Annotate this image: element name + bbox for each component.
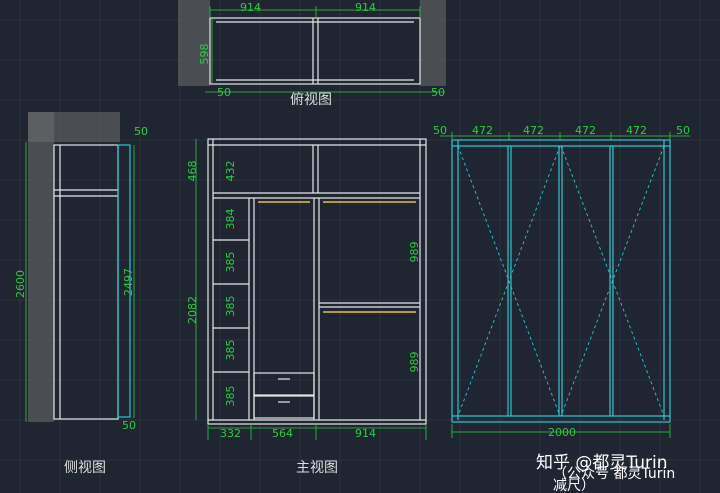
dim-side-inner: 2497 — [122, 268, 135, 296]
watermark: 知乎 @都灵Turin （公众号 都灵Turin 减尺） — [536, 453, 675, 493]
drawer-upper — [253, 372, 315, 396]
dim-top-w1: 914 — [240, 1, 261, 14]
dim-door-end-right: 50 — [676, 124, 690, 137]
side-view: 2600 2497 50 50 侧视图 — [14, 112, 148, 476]
watermark-line-3: 减尺） — [553, 478, 595, 493]
dim-front-w3: 914 — [355, 427, 376, 440]
dim-door-total: 2000 — [548, 426, 576, 439]
dim-front-top: 468 — [186, 161, 199, 182]
dim-side-total: 2600 — [14, 270, 27, 298]
top-wall-right — [420, 0, 446, 86]
dim-shelf-5: 385 — [224, 386, 237, 407]
dim-top-depth: 598 — [198, 44, 211, 65]
dim-front-top-inner: 432 — [224, 161, 237, 182]
dim-top-w2: 914 — [355, 1, 376, 14]
door-view: 50 472 472 472 472 50 2000 — [433, 124, 690, 439]
label-side-view: 侧视图 — [64, 460, 106, 476]
dim-door-w1: 472 — [472, 124, 493, 137]
label-top-view: 俯视图 — [290, 92, 332, 108]
dim-door-w4: 472 — [626, 124, 647, 137]
dim-side-bottom: 50 — [122, 419, 136, 432]
side-ceiling — [28, 112, 120, 142]
dim-side-top: 50 — [134, 125, 148, 138]
dim-hang-upper: 989 — [408, 242, 421, 263]
dim-top-end-left: 50 — [217, 86, 231, 99]
drawer-lower — [253, 395, 315, 419]
dim-door-w3: 472 — [575, 124, 596, 137]
side-door — [117, 144, 131, 418]
front-view: 468 2082 432 384 385 385 385 385 989 989… — [186, 138, 427, 476]
dim-front-w2: 564 — [272, 427, 293, 440]
dim-shelf-1: 384 — [224, 209, 237, 230]
dim-front-body: 2082 — [186, 296, 199, 324]
label-front-view: 主视图 — [296, 460, 338, 476]
top-wall-left — [178, 0, 210, 86]
dim-shelf-4: 385 — [224, 340, 237, 361]
dim-top-end-right: 50 — [431, 86, 445, 99]
dim-shelf-2: 385 — [224, 252, 237, 273]
front-outline — [207, 138, 427, 425]
side-outline — [53, 144, 119, 420]
side-wall — [28, 112, 54, 422]
door-frame — [451, 139, 671, 423]
dim-door-end-left: 50 — [433, 124, 447, 137]
dim-shelf-3: 385 — [224, 296, 237, 317]
dim-door-w2: 472 — [523, 124, 544, 137]
watermark-line-2: （公众号 都灵Turin — [553, 466, 675, 482]
dim-hang-lower: 989 — [408, 352, 421, 373]
top-view: 914 914 598 50 50 俯视图 — [178, 0, 446, 108]
top-outline — [209, 17, 421, 85]
dim-front-w1: 332 — [220, 427, 241, 440]
watermark-line-1: 知乎 @都灵Turin — [536, 453, 667, 473]
